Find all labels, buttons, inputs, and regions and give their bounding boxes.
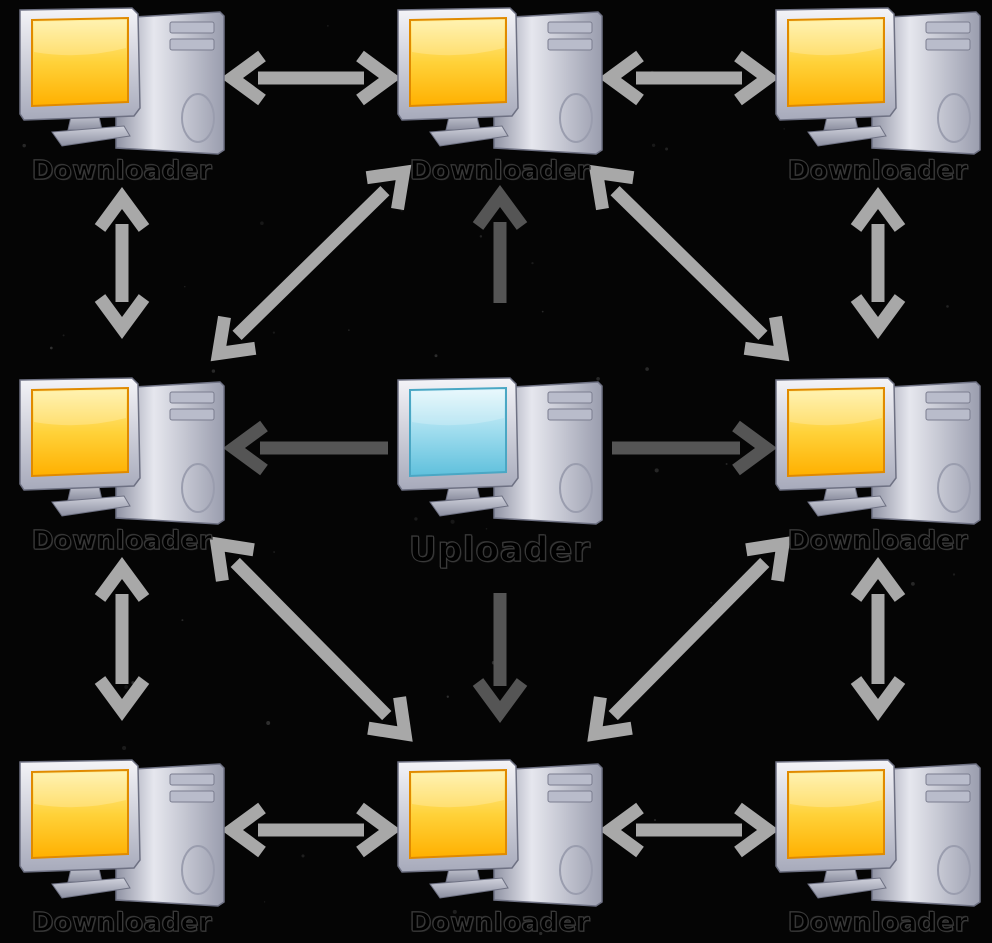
speckle: [211, 369, 216, 373]
downloader-label: Downloader: [409, 156, 591, 187]
peer-arrow: [587, 536, 791, 742]
speckle: [654, 819, 656, 821]
speckle: [124, 685, 129, 689]
downloader-computer-icon: [19, 377, 225, 525]
screen: [787, 768, 885, 860]
downloader-computer-icon: [397, 759, 603, 907]
speckle: [122, 745, 127, 751]
screen: [409, 768, 507, 860]
speckle: [414, 517, 418, 521]
peer-arrow: [94, 187, 150, 339]
peer-arrow: [210, 164, 412, 362]
speckle: [400, 209, 403, 212]
speckle: [946, 305, 949, 308]
speckle: [301, 854, 305, 858]
speckle: [450, 519, 455, 524]
computers: [19, 7, 981, 907]
downloader-computer-icon: [775, 7, 981, 155]
connections: [94, 50, 906, 858]
speckle: [531, 261, 534, 265]
speckle: [725, 463, 728, 465]
speckle: [822, 167, 825, 170]
screen: [31, 386, 129, 478]
downloader-computer-icon: [397, 7, 603, 155]
speckle: [263, 901, 266, 903]
peer-arrow: [599, 802, 779, 858]
speckle: [645, 367, 649, 371]
downloader-label: Downloader: [31, 908, 213, 939]
speckle: [541, 310, 544, 313]
upload-arrow: [472, 185, 528, 303]
speckle: [665, 147, 669, 151]
screen: [409, 16, 507, 108]
screen: [409, 386, 507, 478]
downloader-label: Downloader: [31, 156, 213, 187]
peer-arrow: [209, 536, 413, 742]
downloader-computer-icon: [775, 759, 981, 907]
speckle: [654, 468, 659, 473]
uploader-computer-icon: [397, 377, 603, 525]
speckle: [184, 286, 186, 288]
speckle: [272, 331, 276, 334]
speckle: [952, 573, 956, 576]
speckle: [596, 376, 600, 381]
peer-arrow: [221, 802, 401, 858]
downloader-label: Downloader: [787, 908, 969, 939]
peer-arrow: [850, 187, 906, 339]
speckle: [62, 334, 65, 337]
peer-arrow: [221, 50, 401, 106]
speckle: [181, 619, 184, 622]
speckle: [327, 25, 329, 27]
upload-arrow: [223, 420, 388, 476]
upload-arrow: [472, 593, 528, 723]
speckle: [167, 928, 171, 931]
speckle: [260, 221, 264, 225]
speckle: [446, 695, 449, 698]
speckle: [452, 909, 457, 914]
screen: [31, 16, 129, 108]
downloader-computer-icon: [19, 7, 225, 155]
speckle: [783, 128, 786, 130]
speckle: [266, 721, 271, 725]
upload-arrow: [612, 420, 777, 476]
speckle: [434, 354, 438, 358]
speckle: [886, 535, 888, 537]
peer-arrow: [850, 557, 906, 721]
downloader-computer-icon: [775, 377, 981, 525]
speckle: [479, 235, 483, 238]
downloader-label: Downloader: [409, 908, 591, 939]
speckle: [273, 551, 275, 553]
speckle: [539, 931, 543, 936]
peer-arrow: [588, 164, 790, 362]
screen: [787, 16, 885, 108]
uploader-label: Uploader: [408, 530, 592, 571]
speckle: [22, 143, 26, 148]
speckle: [911, 582, 915, 586]
downloader-label: Downloader: [787, 526, 969, 557]
downloader-label: Downloader: [31, 526, 213, 557]
speckle: [348, 329, 350, 331]
speckle: [710, 601, 713, 604]
speckle: [49, 346, 53, 350]
peer-arrow: [599, 50, 779, 106]
screen: [787, 386, 885, 478]
downloader-computer-icon: [19, 759, 225, 907]
speckle: [485, 528, 488, 530]
peer-arrow: [94, 557, 150, 721]
speckle: [651, 143, 656, 147]
screen: [31, 768, 129, 860]
downloader-label: Downloader: [787, 156, 969, 187]
